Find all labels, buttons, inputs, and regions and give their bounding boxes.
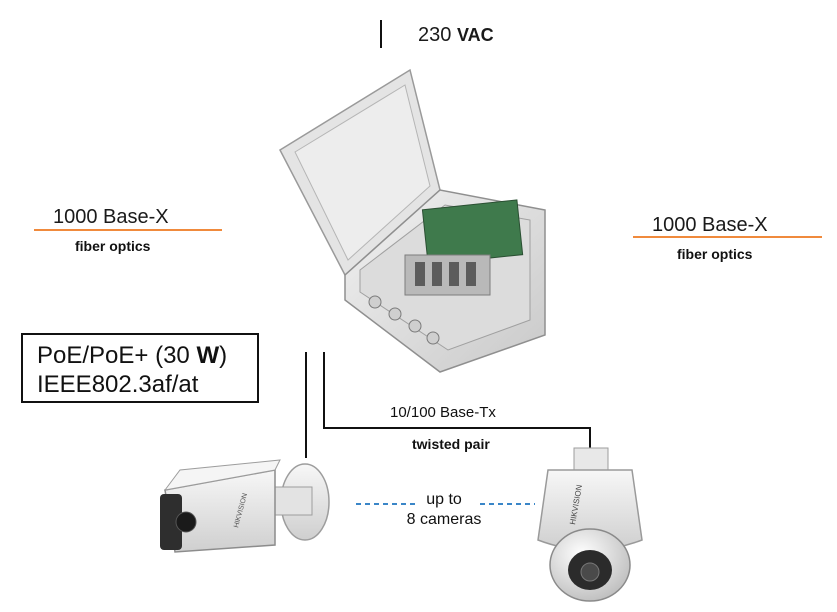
uplink-left-medium: fiber optics — [75, 238, 151, 254]
poe-line2: IEEE802.3af/at — [37, 371, 199, 398]
downlink-medium: twisted pair — [412, 436, 490, 452]
power-value: 230 — [418, 24, 452, 46]
camera-count-line1: up to — [426, 491, 462, 508]
uplink-right-standard-prefix: 1000 Base- — [652, 214, 755, 236]
ptz-dome-camera-icon: HIKVISION — [537, 447, 643, 602]
poe-line1-prefix: PoE/PoE+ (30 — [37, 342, 197, 369]
poe-spec-box: PoE/PoE+ (30 W) IEEE802.3af/at — [21, 333, 259, 403]
poe-line1: PoE/PoE+ (30 W) — [37, 341, 257, 370]
uplink-left-standard: 1000 Base-X — [53, 206, 169, 229]
power-label: 230 VAC — [418, 24, 494, 47]
poe-line1-suffix: ) — [219, 342, 228, 369]
power-unit: VAC — [456, 25, 494, 45]
uplink-left-standard-suffix: X — [155, 206, 169, 228]
enclosure-box-icon — [279, 68, 546, 373]
cable-to-dome-camera — [323, 352, 591, 448]
camera-count-line2: 8 cameras — [406, 511, 482, 528]
uplink-right-standard-suffix: X — [754, 214, 768, 236]
camera-count: up to 8 cameras — [388, 490, 500, 530]
uplink-right-medium: fiber optics — [677, 246, 753, 262]
uplink-right-standard: 1000 Base-X — [652, 214, 768, 237]
poe-line1-bold: W — [196, 342, 220, 369]
downlink-standard: 10/100 Base-Tx — [390, 404, 496, 421]
uplink-left-standard-prefix: 1000 Base- — [53, 206, 156, 228]
bullet-camera-icon: HIKVISION — [160, 459, 330, 553]
